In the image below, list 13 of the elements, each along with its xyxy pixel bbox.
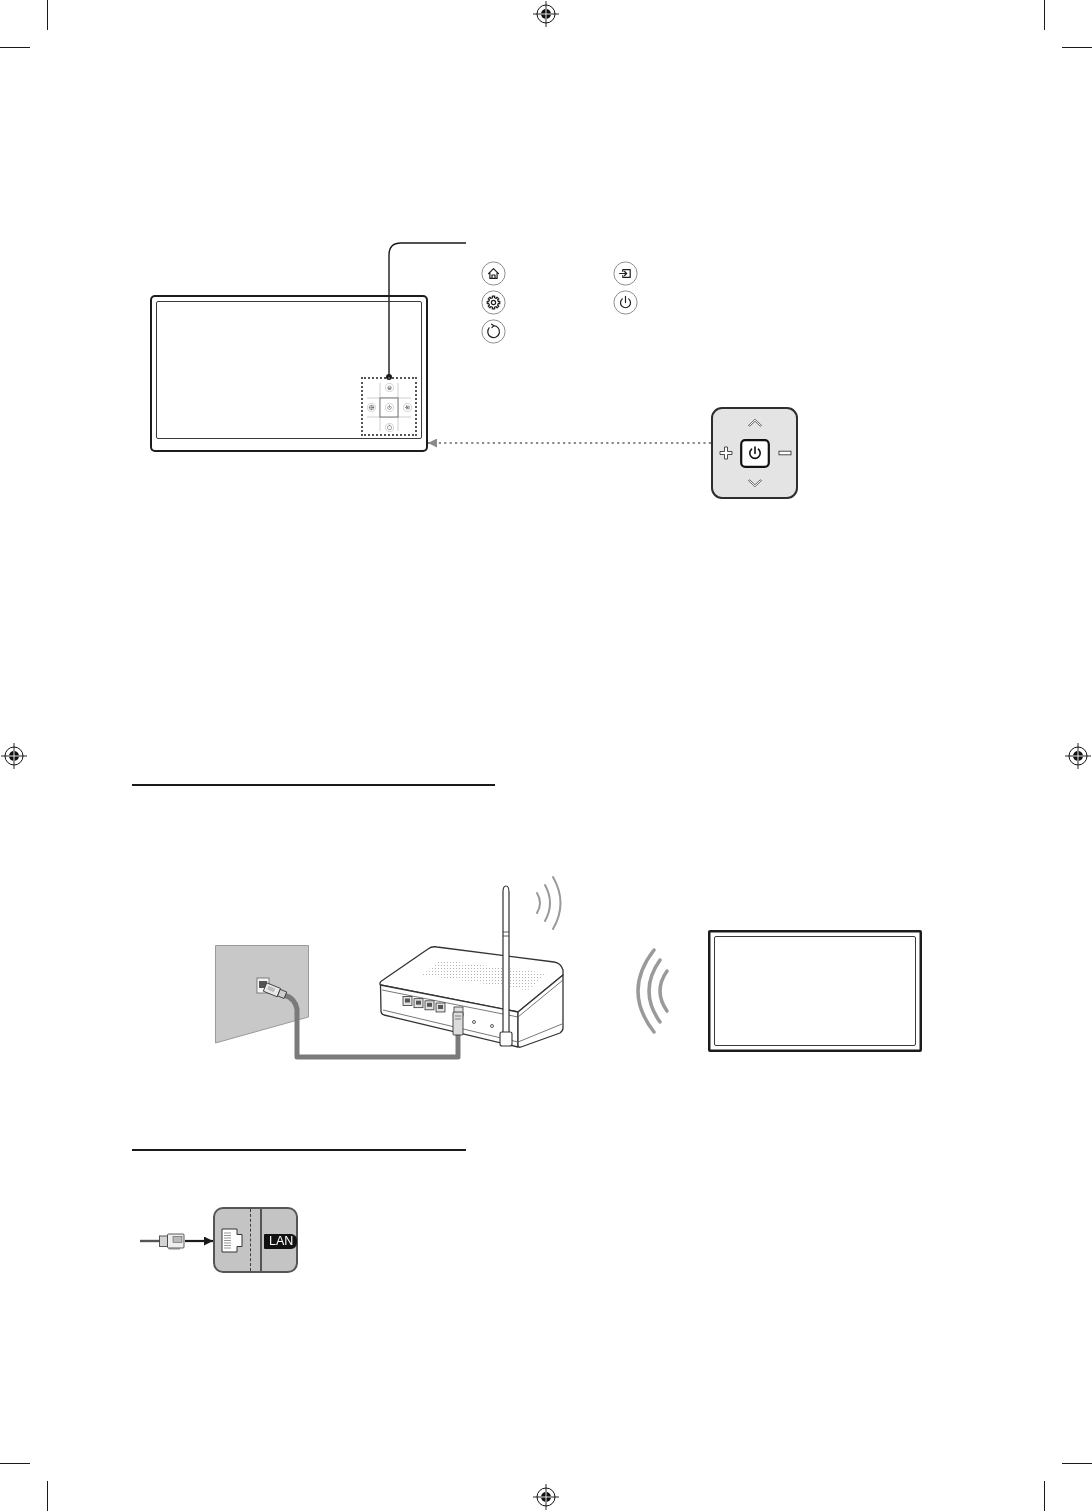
port-label: LAN — [264, 1234, 298, 1249]
leader-line — [386, 242, 467, 380]
wall-socket-drawing — [215, 945, 309, 1045]
dotted-arrow — [427, 438, 712, 448]
television — [708, 930, 922, 1052]
arrow — [185, 1236, 213, 1246]
network-cable — [294, 1045, 461, 1060]
wireless-router-drawing — [378, 884, 565, 1050]
control-stick — [711, 407, 798, 499]
lan-port-panel — [213, 1207, 298, 1273]
television — [150, 295, 428, 452]
ethernet-plug-drawing — [140, 1232, 185, 1250]
button-panel-outline — [361, 377, 417, 436]
